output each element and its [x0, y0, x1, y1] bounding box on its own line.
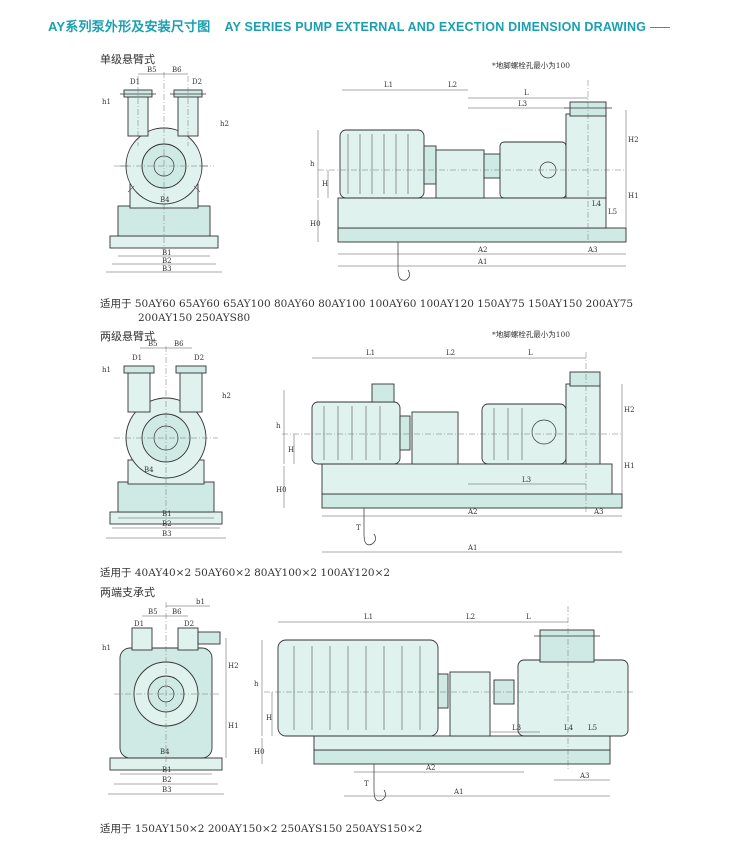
dim-b5: B5 [147, 66, 157, 74]
dim-b6: B6 [172, 66, 182, 74]
dim-d2: D2 [192, 78, 202, 86]
title-cn: AY系列泵外形及安装尺寸图 [48, 19, 211, 34]
dim-h: h [310, 160, 315, 168]
dim-l2: L2 [446, 349, 455, 357]
dim-hh: H [266, 714, 272, 722]
dim-h2: h2 [222, 392, 231, 400]
dim-h1-right: H1 [624, 462, 635, 470]
dim-b3: B3 [162, 786, 172, 794]
dim-d1: D1 [130, 78, 140, 86]
section-3-side-view: L1 L2 L L3 L4 L5 h H H0 A2 A3 A1 T [254, 606, 634, 802]
dim-b1: B1 [162, 510, 172, 518]
dim-b1: B1 [162, 766, 172, 774]
dim-t: T [364, 780, 369, 788]
dim-l3: L3 [522, 476, 531, 484]
dim-l3: L3 [518, 100, 527, 108]
dim-h1: h1 [102, 644, 111, 652]
dim-h2-right: H2 [624, 406, 635, 414]
section-2-note: *地脚螺栓孔最小为100 [492, 330, 571, 339]
dim-l4: L4 [592, 200, 602, 208]
dim-a2: A2 [477, 246, 488, 254]
section-1-note: *地脚螺栓孔最小为100 [492, 61, 571, 70]
dim-d2: D2 [194, 354, 204, 362]
dim-l1: L1 [366, 349, 375, 357]
dim-l2: L2 [448, 81, 457, 89]
section-1-title: 单级悬臂式 [100, 53, 155, 66]
dim-h0: H0 [276, 486, 287, 494]
dim-b2: B2 [162, 776, 172, 784]
dim-b3: B3 [162, 530, 172, 538]
page-header: AY系列泵外形及安装尺寸图 AY SERIES PUMP EXTERNAL AND… [48, 16, 671, 35]
dim-h0: H0 [254, 748, 265, 756]
dim-b6: B6 [174, 340, 184, 348]
section-1-front-view: B5 B6 D1 D2 h1 h2 B4 B1 B2 B3 [102, 66, 229, 273]
dim-b4: B4 [160, 196, 170, 204]
section-2-models: 适用于 40AY40×2 50AY60×2 80AY100×2 100AY120… [100, 567, 391, 579]
dim-b2: B2 [162, 257, 172, 265]
dim-h: h [254, 680, 259, 688]
dim-h2-right: H2 [628, 136, 639, 144]
dim-l2: L2 [466, 613, 475, 621]
dim-b1: B1 [162, 249, 172, 257]
dim-b5: B5 [148, 340, 158, 348]
dim-d1: D1 [134, 620, 144, 628]
dim-h1: h1 [102, 98, 111, 106]
section-1-models-line2: 200AY150 250AYS80 [138, 312, 251, 324]
dim-d2: D2 [184, 620, 194, 628]
dim-h2: h2 [220, 120, 229, 128]
dim-b5: B5 [148, 608, 158, 616]
dim-l1: L1 [384, 81, 393, 89]
section-3-front-view: b1 B5 B6 D1 D2 h1 H2 H1 B4 B1 B2 B3 [102, 598, 239, 795]
dim-t: T [356, 524, 361, 532]
section-1-side-view: L1 L2 L L3 L4 L5 h H H0 H2 H1 A2 A3 A1 [310, 80, 639, 281]
dim-b4: B4 [144, 466, 154, 474]
dim-h1-right: H1 [628, 192, 639, 200]
section-2-front-view: B5 B6 D1 D2 h1 h2 B4 B1 B2 B3 [102, 340, 231, 539]
dim-l5: L5 [588, 724, 597, 732]
dim-b4: B4 [160, 748, 170, 756]
dim-a1: A1 [477, 258, 488, 266]
dim-a1: A1 [453, 788, 464, 796]
dim-h2: H2 [228, 662, 239, 670]
dim-hh: H [288, 446, 294, 454]
dim-l5: L5 [608, 208, 617, 216]
dim-l4: L4 [564, 724, 574, 732]
dim-a2: A2 [467, 508, 478, 516]
section-1-models-line1: 适用于 50AY60 65AY60 65AY100 80AY60 80AY100… [100, 298, 634, 310]
section-2-title: 两级悬臂式 [100, 330, 155, 343]
dim-h0: H0 [310, 220, 321, 228]
title-en: AY SERIES PUMP EXTERNAL AND EXECTION DIM… [224, 20, 647, 34]
dim-d1: D1 [132, 354, 142, 362]
dim-a3: A3 [593, 508, 604, 516]
section-1-models: 适用于 50AY60 65AY60 65AY100 80AY60 80AY100… [100, 297, 633, 325]
dim-b2: B2 [162, 520, 172, 528]
dim-a3: A3 [579, 772, 590, 780]
dim-b6: B6 [172, 608, 182, 616]
dim-l: L [528, 349, 533, 357]
dim-l1: L1 [364, 613, 373, 621]
dim-a2: A2 [425, 764, 436, 772]
header-rule [650, 27, 671, 29]
section-3-models: 适用于 150AY150×2 200AY150×2 250AYS150 250A… [100, 823, 423, 835]
dim-h1: h1 [102, 366, 111, 374]
dim-h: h [276, 422, 281, 430]
section-3-title: 两端支承式 [100, 586, 155, 599]
dim-l: L [526, 613, 531, 621]
dim-l: L [524, 89, 529, 97]
dim-b1-top: b1 [196, 598, 205, 606]
section-2-side-view: L1 L2 L L3 h H H0 H2 H1 A2 A3 A1 T [276, 349, 635, 553]
dim-a3: A3 [587, 246, 598, 254]
dim-b3: B3 [162, 265, 172, 273]
dim-hh: H [322, 180, 328, 188]
dim-a1: A1 [467, 544, 478, 552]
dim-l3: L3 [512, 724, 521, 732]
dim-hh1: H1 [228, 722, 239, 730]
